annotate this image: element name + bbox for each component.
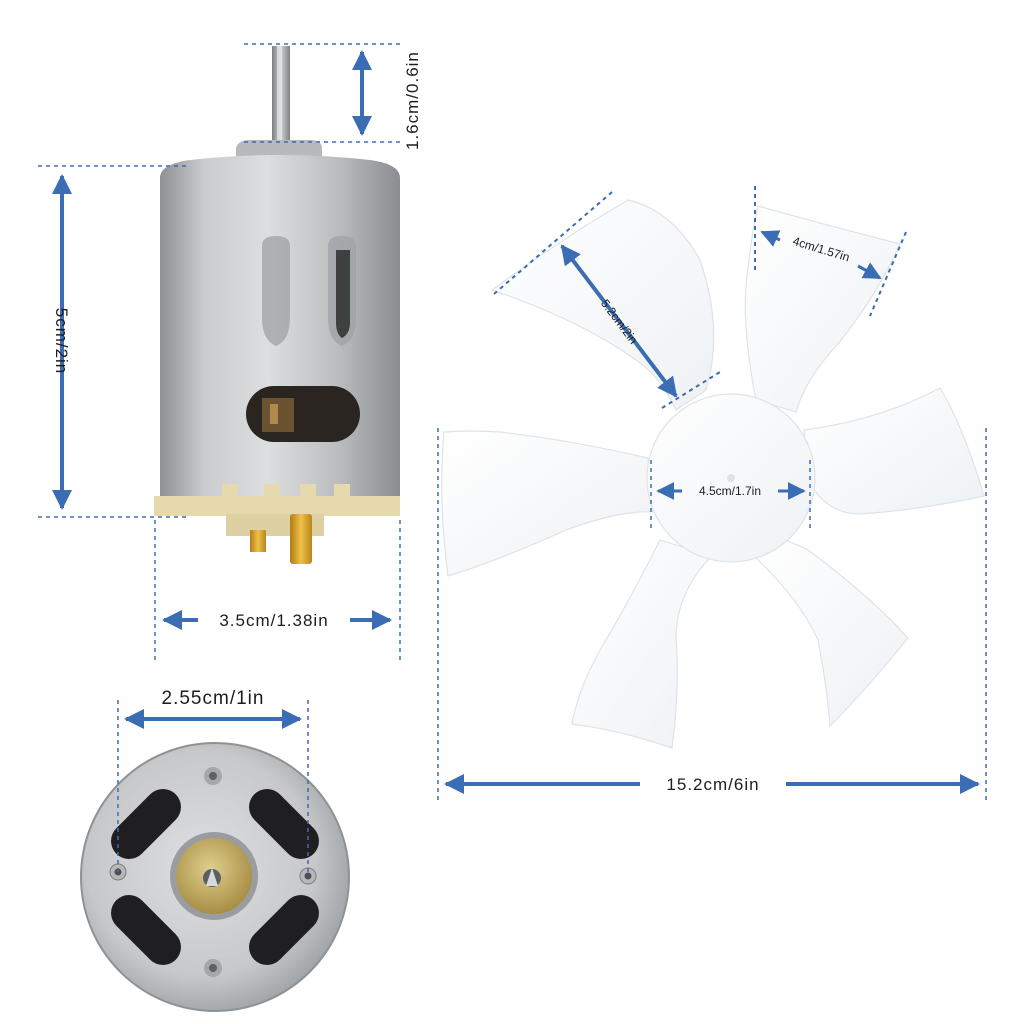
motor-end-view	[80, 742, 350, 1012]
label-fan-diameter: 15.2cm/6in	[666, 775, 759, 794]
label-hub-diameter: 4.5cm/1.7in	[699, 484, 761, 498]
label-motor-width: 3.5cm/1.38in	[219, 611, 328, 630]
arrow-blade-width	[857, 262, 882, 280]
motor-vent-left	[262, 236, 290, 346]
fan-blade-lower-right	[755, 533, 909, 728]
motor-endcap	[154, 496, 400, 516]
fan-blade-top	[744, 205, 901, 413]
motor-terminal-left	[250, 530, 266, 552]
fan-blade-assembly	[441, 199, 985, 749]
fan-blade-left	[441, 430, 655, 577]
motor-terminal-right	[290, 514, 312, 564]
label-motor-height: 5cm/2in	[52, 308, 71, 375]
arrow-blade-length	[560, 244, 678, 398]
dimension-annotations	[38, 43, 987, 876]
motor-side-view	[154, 46, 400, 564]
label-shaft-length: 1.6cm/0.6in	[403, 51, 422, 150]
label-mount-spacing: 2.55cm/1in	[162, 688, 265, 709]
fan-blade-right	[803, 387, 985, 515]
fan-blade-bottom	[571, 539, 714, 749]
